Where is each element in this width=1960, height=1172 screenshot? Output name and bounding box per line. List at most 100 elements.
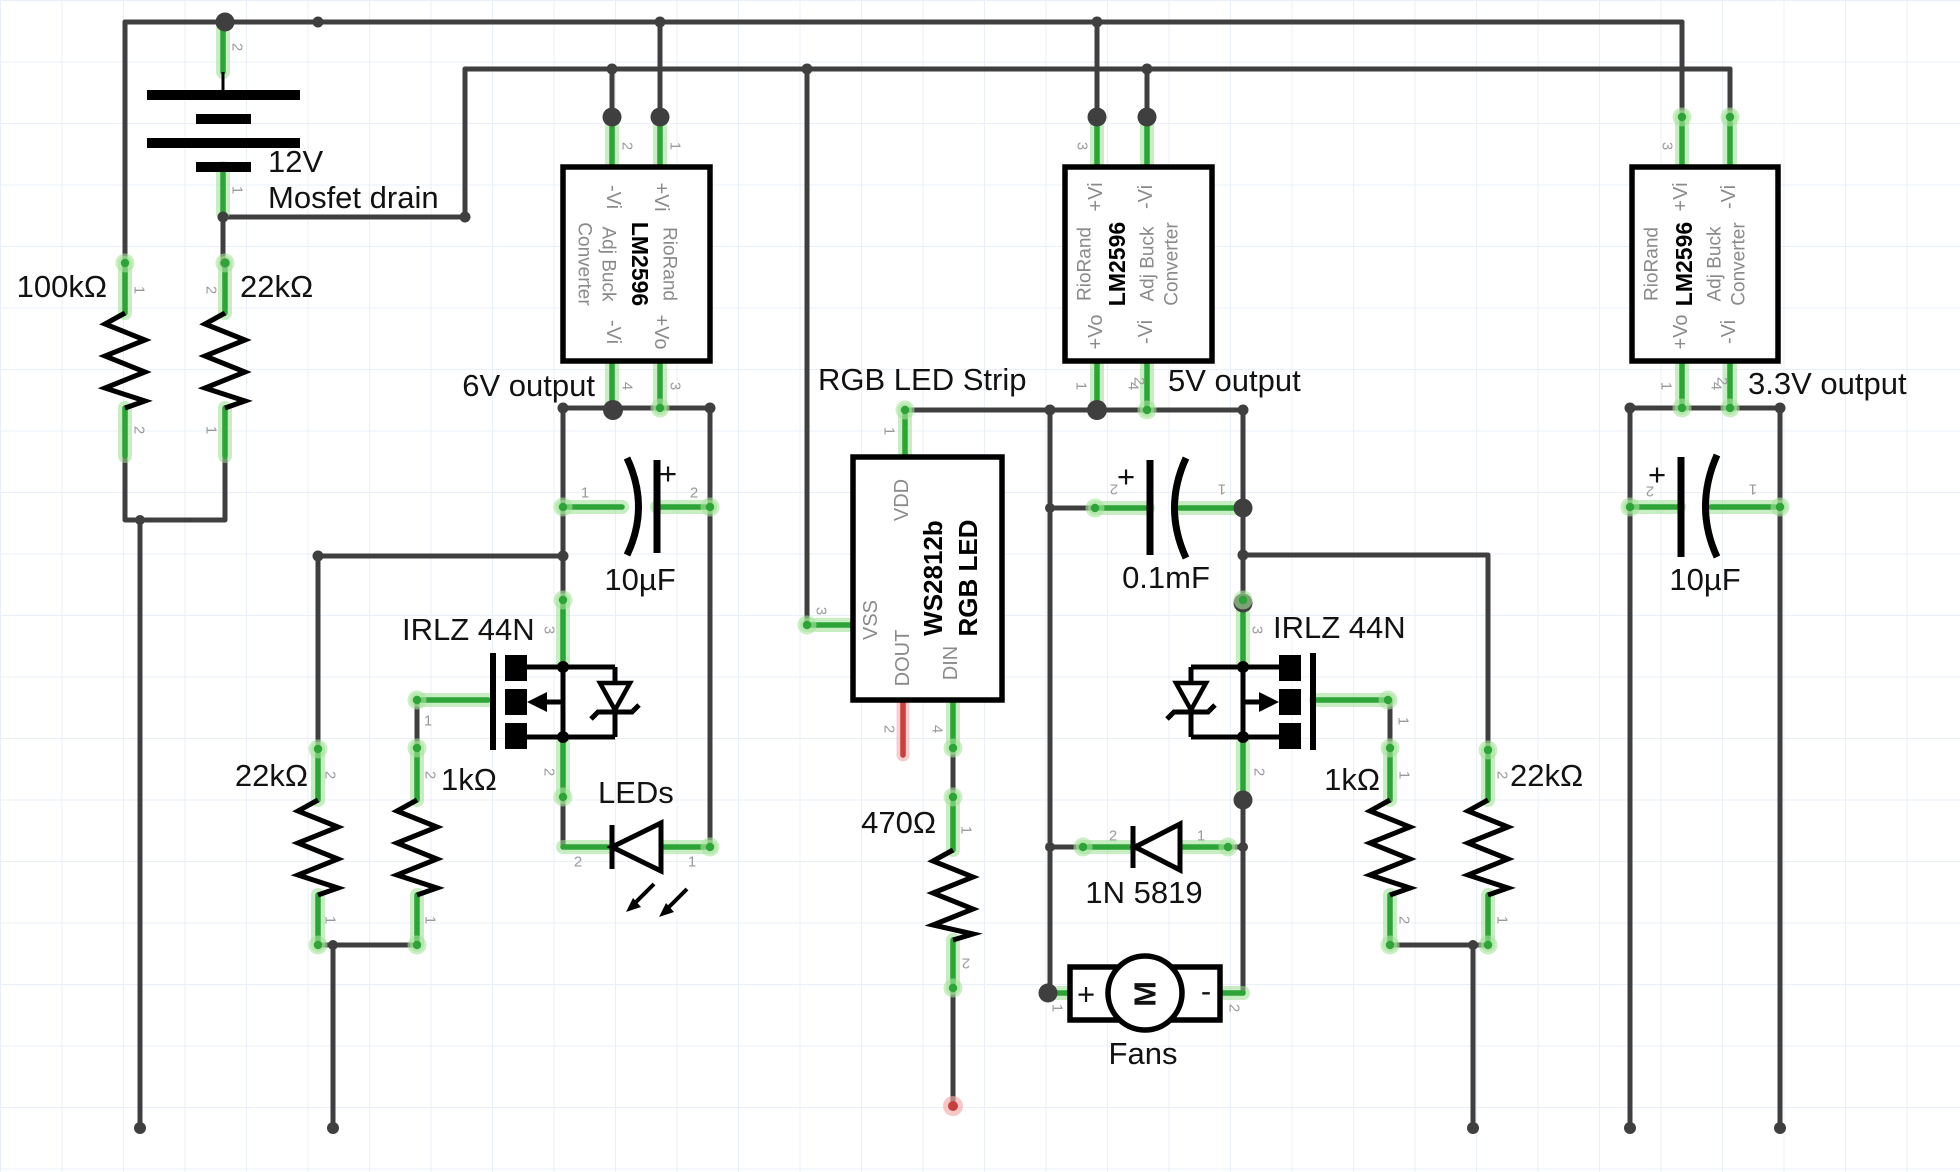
led-symbol[interactable] [606,818,689,917]
buck-converter-6v[interactable]: -Vi +Vi -Vi +Vo Converter Adj Buck LM259… [560,164,713,364]
capacitor-01mf[interactable]: + [1117,456,1190,560]
svg-text:2: 2 [1131,377,1148,385]
rgb-strip-label: RGB LED Strip [818,362,1026,397]
svg-text:2: 2 [131,426,148,434]
battery-12v[interactable] [147,72,300,172]
svg-text:+Vi: +Vi [1670,182,1692,211]
terminal-nodes [115,107,1790,998]
svg-text:2: 2 [1396,916,1413,924]
svg-text:1: 1 [958,826,975,834]
svg-text:1: 1 [424,713,432,730]
svg-text:+Vo: +Vo [1670,314,1692,349]
svg-text:4: 4 [1125,382,1142,390]
svg-text:-: - [1201,974,1211,1009]
svg-text:RioRand: RioRand [1075,227,1096,301]
mosfet-right-label: IRLZ 44N [1273,610,1406,645]
resistor-1k-right[interactable] [1362,797,1418,898]
resistor-100k[interactable] [97,310,153,411]
svg-text:-Vi: -Vi [602,185,624,209]
svg-text:-Vi: -Vi [1718,185,1740,209]
svg-text:4: 4 [1708,382,1725,390]
ws2812b-rgb-led[interactable]: VDD VSS DOUT DIN WS2812b RGB LED [850,454,1005,703]
rail-5v-label: 5V output [1168,363,1301,398]
svg-text:3: 3 [541,626,558,634]
svg-text:1: 1 [688,854,696,871]
resistor-100k-label: 100kΩ [17,269,107,304]
battery-voltage-label: 12V [268,144,323,179]
capacitor-10uf-right[interactable]: + [1648,453,1721,559]
svg-text:+: + [1648,457,1666,492]
svg-text:2: 2 [229,43,246,51]
capacitor-10uf-left[interactable]: + [623,456,677,557]
svg-text:VDD: VDD [891,479,913,521]
resistor-22k-left[interactable] [290,797,346,898]
svg-text:2: 2 [690,485,698,502]
svg-text:2: 2 [881,725,898,733]
svg-text:1: 1 [1395,717,1412,725]
svg-text:2: 2 [574,854,582,871]
fans-motor[interactable]: + - M [1067,953,1223,1033]
resistor-470-label: 470Ω [861,805,936,840]
buck-converter-5v[interactable]: +Vi -Vi +Vo -Vi RioRand LM2596 Adj Buck … [1062,164,1215,364]
svg-text:2: 2 [541,768,558,776]
svg-text:+Vo: +Vo [1085,314,1107,349]
resistor-22k-right-label: 22kΩ [1510,758,1583,793]
svg-text:Adj Buck: Adj Buck [1138,226,1159,301]
svg-text:2: 2 [619,142,636,150]
svg-text:4: 4 [619,382,636,390]
svg-text:+: + [1117,459,1135,494]
svg-text:1: 1 [881,427,898,435]
resistor-22k-top[interactable] [197,310,253,411]
svg-text:RGB LED: RGB LED [953,520,983,637]
svg-text:2: 2 [322,771,339,779]
svg-text:2: 2 [1494,771,1511,779]
svg-text:Adj Buck: Adj Buck [598,227,619,302]
diode-1n5819[interactable] [1129,819,1183,875]
cap-01mf-label: 0.1mF [1122,560,1210,595]
svg-text:3: 3 [1659,142,1676,150]
diode-label: 1N 5819 [1085,875,1202,910]
resistor-470[interactable] [924,847,983,943]
unconnected-endpoint [943,1096,963,1116]
svg-text:RioRand: RioRand [1642,227,1663,301]
buck-converter-3v3[interactable]: +Vi -Vi +Vo -Vi RioRand LM2596 Adj Buck … [1629,164,1781,364]
svg-text:-Vi: -Vi [1718,320,1740,344]
svg-text:WS2812b: WS2812b [918,520,948,636]
svg-text:1: 1 [203,426,220,434]
svg-text:1: 1 [1494,916,1511,924]
mosfet-irlz44n-right[interactable] [1165,653,1316,750]
svg-text:2: 2 [1226,1004,1243,1012]
resistor-1k-left[interactable] [389,797,445,898]
svg-text:Converter: Converter [574,222,595,306]
resistor-22k-right[interactable] [1460,797,1516,898]
svg-text:1: 1 [1658,382,1675,390]
svg-text:LM2596: LM2596 [1671,222,1697,306]
svg-text:1: 1 [1073,382,1090,390]
resistor-22k-top-label: 22kΩ [240,269,313,304]
cap-10uf-left-label: 10µF [604,562,675,597]
svg-text:1: 1 [581,485,589,502]
leds-label: LEDs [598,775,674,810]
svg-text:VSS: VSS [860,600,882,640]
mosfet-irlz44n-left[interactable] [490,653,641,750]
svg-text:2: 2 [962,955,970,972]
svg-text:1: 1 [667,142,684,150]
svg-text:1: 1 [1218,481,1226,498]
svg-text:2: 2 [1110,481,1118,498]
svg-text:+: + [659,456,677,491]
rail-6v-label: 6V output [462,368,595,403]
svg-text:1: 1 [1197,828,1205,845]
svg-text:-Vi: -Vi [602,320,624,344]
svg-text:2: 2 [422,771,439,779]
svg-text:2: 2 [203,286,220,294]
svg-text:2: 2 [1251,768,1268,776]
resistor-1k-right-label: 1kΩ [1324,762,1380,797]
mosfet-left-label: IRLZ 44N [402,612,535,647]
svg-text:DOUT: DOUT [892,630,914,687]
svg-text:2: 2 [1714,377,1731,385]
svg-text:1: 1 [1396,771,1413,779]
svg-text:M: M [1128,981,1163,1007]
svg-text:Converter: Converter [1162,222,1183,306]
svg-text:-Vi: -Vi [1135,320,1157,344]
